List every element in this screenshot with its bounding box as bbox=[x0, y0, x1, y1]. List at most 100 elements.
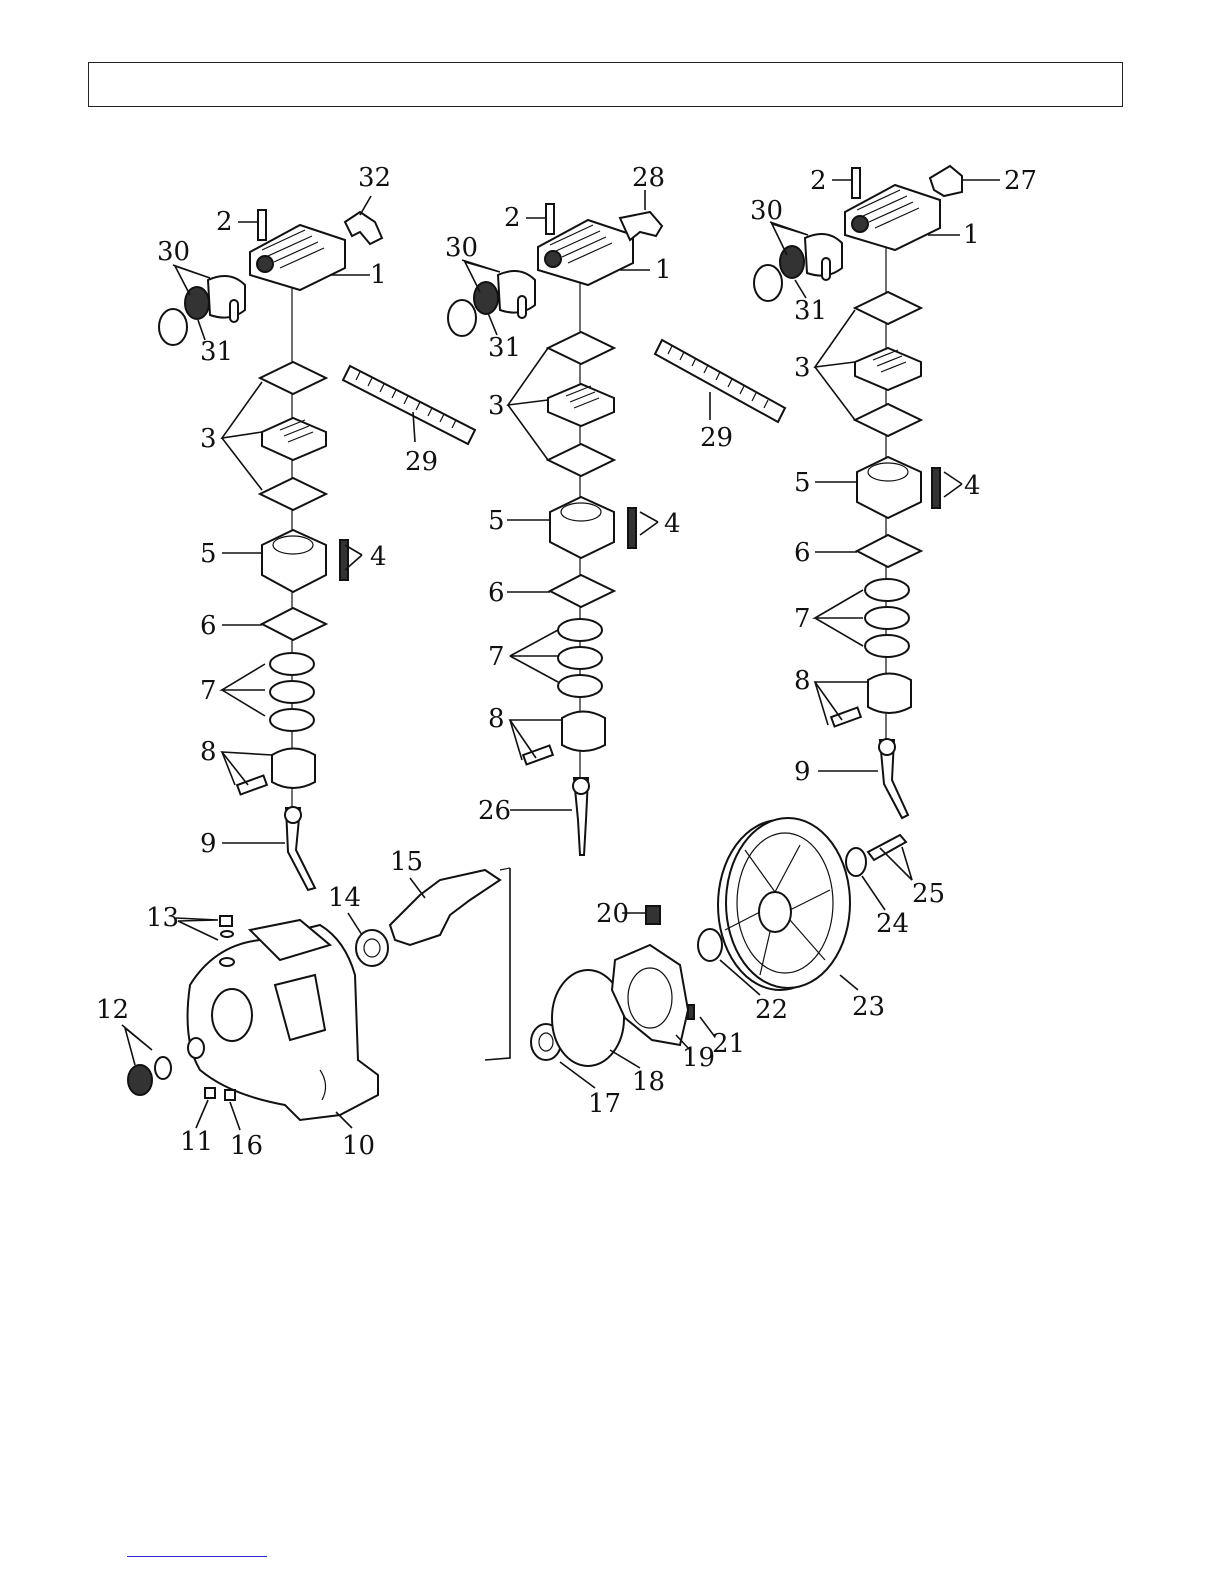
callout-2-left: 2 bbox=[216, 207, 233, 237]
callout-31-right: 31 bbox=[794, 296, 827, 326]
flywheel-bolt-25 bbox=[868, 835, 906, 860]
callout-29-right: 29 bbox=[700, 423, 733, 453]
callout-26: 26 bbox=[478, 796, 511, 826]
callout-1-left: 1 bbox=[370, 260, 387, 290]
cylinder-right bbox=[857, 457, 921, 518]
base-gasket-right bbox=[857, 535, 921, 567]
callout-8-middle: 8 bbox=[488, 704, 505, 734]
left-cylinder-stack bbox=[159, 210, 382, 890]
stud-nut-middle bbox=[628, 508, 636, 548]
callout-6-right: 6 bbox=[794, 538, 811, 568]
callout-9-left: 9 bbox=[200, 829, 217, 859]
cover-bolt-21 bbox=[688, 1005, 694, 1019]
callout-24: 24 bbox=[876, 909, 909, 939]
oil-seal-22 bbox=[698, 929, 722, 961]
callout-27: 27 bbox=[1004, 166, 1037, 196]
sight-glass-12 bbox=[128, 1065, 152, 1095]
flywheel-23 bbox=[718, 818, 850, 990]
callout-20: 20 bbox=[596, 899, 629, 929]
piston-ring-right-2 bbox=[865, 607, 909, 629]
cylinder-middle bbox=[550, 497, 614, 558]
piston-ring-middle-3 bbox=[558, 675, 602, 697]
callout-22: 22 bbox=[755, 995, 788, 1025]
drain-plug-16 bbox=[225, 1090, 235, 1100]
gasket-lower-right bbox=[855, 404, 921, 436]
main-bearing-14 bbox=[356, 930, 388, 966]
crankcase-assembly bbox=[128, 916, 378, 1120]
gasket-lower-left bbox=[260, 478, 326, 510]
callout-23: 23 bbox=[852, 992, 885, 1022]
callout-8-left: 8 bbox=[200, 737, 217, 767]
piston-ring-left-1 bbox=[270, 653, 314, 675]
stud-nut-right bbox=[932, 468, 940, 508]
callout-4-right: 4 bbox=[964, 471, 981, 501]
head-bolt-right bbox=[852, 168, 860, 198]
callout-17: 17 bbox=[588, 1089, 621, 1119]
callout-2-right: 2 bbox=[810, 166, 827, 196]
base-gasket-middle bbox=[550, 575, 614, 607]
callout-7-middle: 7 bbox=[488, 642, 505, 672]
callout-5-left: 5 bbox=[200, 539, 217, 569]
breather-plug-13 bbox=[220, 916, 232, 926]
right-cylinder-stack bbox=[754, 166, 962, 818]
callout-8-right: 8 bbox=[794, 666, 811, 696]
callout-18: 18 bbox=[632, 1067, 665, 1097]
filter-housing-middle bbox=[498, 271, 535, 313]
sight-glass-ring-12 bbox=[155, 1057, 171, 1079]
hose-29-left bbox=[343, 366, 475, 444]
piston-ring-middle-1 bbox=[558, 619, 602, 641]
callout-6-middle: 6 bbox=[488, 578, 505, 608]
cylinder-left bbox=[262, 530, 326, 592]
callout-29-left: 29 bbox=[405, 447, 438, 477]
callout-1-right: 1 bbox=[963, 220, 980, 250]
head-bolt-middle bbox=[546, 204, 554, 234]
wrist-pin-middle bbox=[523, 746, 553, 765]
gasket-upper-left bbox=[260, 362, 326, 394]
base-gasket-left bbox=[262, 608, 326, 640]
filter-cap-left bbox=[159, 309, 187, 345]
footer-link-underline[interactable] bbox=[127, 1556, 267, 1557]
elbow-fitting-27 bbox=[930, 166, 962, 196]
piston-right bbox=[868, 674, 911, 714]
gasket-upper-middle bbox=[548, 332, 614, 364]
filter-housing-left bbox=[208, 276, 245, 318]
crankshaft-15 bbox=[390, 870, 500, 945]
callout-19: 19 bbox=[682, 1043, 715, 1073]
callout-15: 15 bbox=[390, 847, 423, 877]
piston-ring-middle-2 bbox=[558, 647, 602, 669]
callout-30-left: 30 bbox=[157, 237, 190, 267]
hose-29-right bbox=[655, 340, 785, 422]
filler-plug-20 bbox=[646, 906, 660, 924]
callout-4-middle: 4 bbox=[664, 509, 681, 539]
middle-cylinder-stack bbox=[448, 204, 662, 855]
callout-3-middle: 3 bbox=[488, 391, 505, 421]
callout-21: 21 bbox=[712, 1029, 745, 1059]
callout-32: 32 bbox=[358, 163, 391, 193]
callout-12: 12 bbox=[96, 995, 129, 1025]
piston-ring-right-1 bbox=[865, 579, 909, 601]
callout-1-middle: 1 bbox=[655, 255, 672, 285]
filter-cap-middle bbox=[448, 300, 476, 336]
filter-element-right bbox=[780, 246, 804, 278]
callout-7-right: 7 bbox=[794, 604, 811, 634]
callout-31-middle: 31 bbox=[488, 333, 521, 363]
elbow-fitting-32 bbox=[345, 212, 382, 244]
piston-ring-left-3 bbox=[270, 709, 314, 731]
callout-30-right: 30 bbox=[750, 196, 783, 226]
callout-5-middle: 5 bbox=[488, 506, 505, 536]
gasket-upper-right bbox=[855, 292, 921, 324]
piston-middle bbox=[562, 712, 605, 752]
callout-13: 13 bbox=[146, 903, 179, 933]
callout-11: 11 bbox=[180, 1127, 213, 1157]
callout-30-middle: 30 bbox=[445, 233, 478, 263]
filter-cap-right bbox=[754, 265, 782, 301]
callout-6-left: 6 bbox=[200, 611, 217, 641]
piston-ring-right-3 bbox=[865, 635, 909, 657]
callout-10: 10 bbox=[342, 1131, 375, 1161]
callout-3-right: 3 bbox=[794, 353, 811, 383]
callout-31-left: 31 bbox=[200, 337, 233, 367]
piston-left bbox=[272, 749, 315, 789]
wrist-pin-left bbox=[237, 776, 267, 795]
callout-28: 28 bbox=[632, 163, 665, 193]
